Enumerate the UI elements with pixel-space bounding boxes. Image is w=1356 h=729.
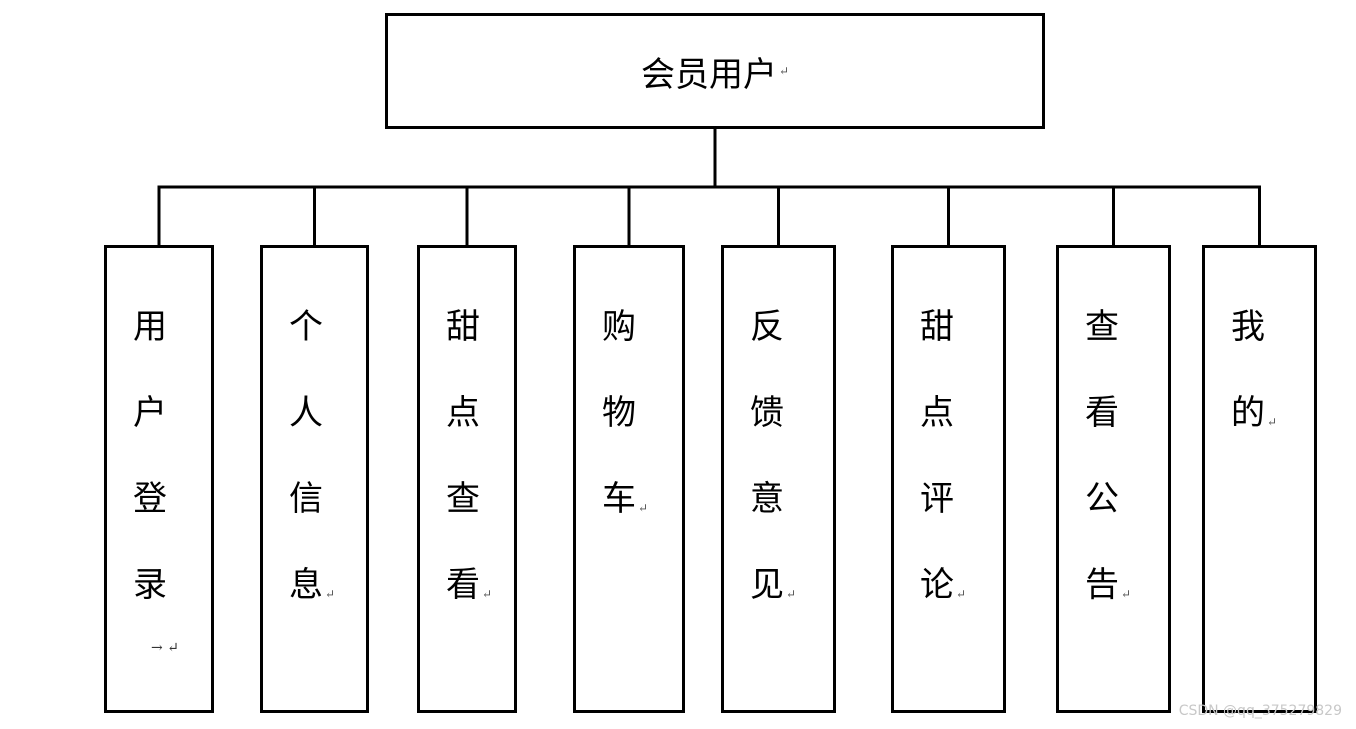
child-node-char: 户 bbox=[133, 393, 167, 433]
child-node-char: 录 bbox=[133, 565, 167, 605]
child-node-text: 个人信息↵ bbox=[289, 284, 336, 628]
root-node-return-mark: ↵ bbox=[778, 64, 790, 78]
child-node-dessert-review: 甜点评论↵ bbox=[891, 245, 1006, 713]
child-node-char: 论↵ bbox=[920, 565, 967, 605]
child-node-char: 看↵ bbox=[446, 565, 493, 605]
return-mark: ↵ bbox=[956, 587, 967, 601]
child-node-char: 用 bbox=[133, 307, 167, 347]
child-node-char: 信 bbox=[289, 479, 323, 519]
child-node-char: 公 bbox=[1085, 479, 1119, 519]
return-mark: ↵ bbox=[1121, 587, 1132, 601]
child-node-extra-marks: → ↵ bbox=[151, 640, 179, 656]
child-node-view-announcements: 查看公告↵ bbox=[1056, 245, 1171, 713]
child-node-feedback: 反馈意见↵ bbox=[721, 245, 836, 713]
root-node-label: 会员用户 bbox=[640, 54, 777, 95]
child-node-char: 的↵ bbox=[1231, 393, 1278, 433]
child-node-char: 个 bbox=[289, 307, 323, 347]
return-mark: ↵ bbox=[325, 587, 336, 601]
child-node-text: 购物车↵ bbox=[602, 284, 649, 542]
child-node-text: 查看公告↵ bbox=[1085, 284, 1132, 628]
child-node-char: 意 bbox=[750, 479, 784, 519]
child-node-char: 我 bbox=[1231, 307, 1265, 347]
child-node-char: 甜 bbox=[920, 307, 954, 347]
child-node-char: 看 bbox=[1085, 393, 1119, 433]
child-node-user-login: 用户登录 → ↵ bbox=[104, 245, 214, 713]
child-node-char: 见↵ bbox=[750, 565, 797, 605]
child-node-char: 反 bbox=[750, 307, 784, 347]
child-node-char: 物 bbox=[602, 393, 636, 433]
child-node-text: 反馈意见↵ bbox=[750, 284, 797, 628]
return-mark: ↵ bbox=[638, 501, 649, 515]
child-node-dessert-view: 甜点查看↵ bbox=[417, 245, 517, 713]
child-node-mine: 我的↵ bbox=[1202, 245, 1317, 713]
child-node-char: 甜 bbox=[446, 307, 480, 347]
child-node-char: 评 bbox=[920, 479, 954, 519]
child-node-char: 购 bbox=[602, 307, 636, 347]
child-node-char: 登 bbox=[133, 479, 167, 519]
child-node-text: 用户登录 bbox=[133, 284, 173, 628]
child-node-text: 我的↵ bbox=[1231, 284, 1278, 456]
child-node-shopping-cart: 购物车↵ bbox=[573, 245, 685, 713]
child-node-text: 甜点评论↵ bbox=[920, 284, 967, 628]
child-node-char: 人 bbox=[289, 393, 323, 433]
child-node-char: 车↵ bbox=[602, 479, 649, 519]
child-node-char: 点 bbox=[446, 393, 480, 433]
child-node-char: 息↵ bbox=[289, 565, 336, 605]
root-node: 会员用户↵ bbox=[385, 13, 1045, 129]
child-node-char: 查 bbox=[1085, 307, 1119, 347]
child-node-char: 查 bbox=[446, 479, 480, 519]
child-node-personal-info: 个人信息↵ bbox=[260, 245, 369, 713]
return-mark: ↵ bbox=[786, 587, 797, 601]
return-mark: ↵ bbox=[1267, 415, 1278, 429]
return-mark: ↵ bbox=[482, 587, 493, 601]
child-node-char: 馈 bbox=[750, 393, 784, 433]
child-node-char: 告↵ bbox=[1085, 565, 1132, 605]
child-node-text: 甜点查看↵ bbox=[446, 284, 493, 628]
child-node-char: 点 bbox=[920, 393, 954, 433]
watermark: CSDN @qq_375279829 bbox=[1178, 703, 1342, 719]
